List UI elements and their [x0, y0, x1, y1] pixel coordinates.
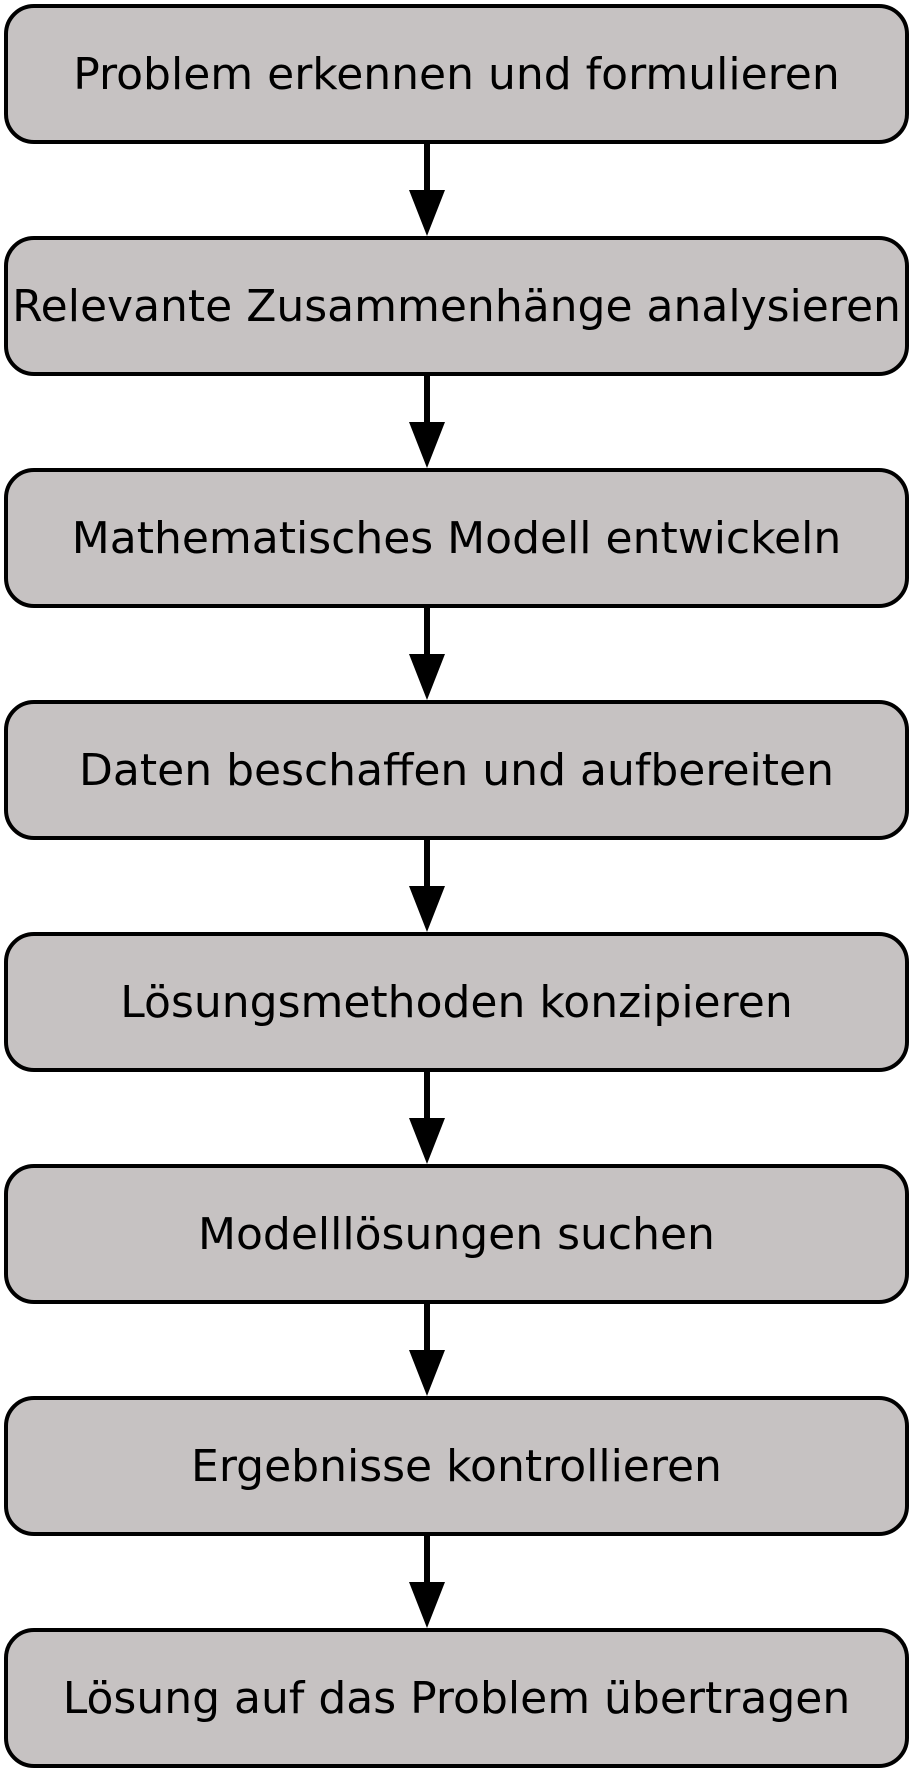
arrow-down-icon: [409, 840, 445, 932]
step-box-modellloesungen-suchen: Modelllösungen suchen: [4, 1164, 909, 1304]
arrow-down-icon: [409, 376, 445, 468]
arrow-down-icon: [409, 144, 445, 236]
arrow-head: [409, 422, 445, 468]
step-box-problem-erkennen: Problem erkennen und formulieren: [4, 4, 909, 144]
step-box-daten-beschaffen: Daten beschaffen und aufbereiten: [4, 700, 909, 840]
step-box-ergebnisse-kontrollieren: Ergebnisse kontrollieren: [4, 1396, 909, 1536]
arrow-head: [409, 1350, 445, 1396]
arrow-down-icon: [409, 1072, 445, 1164]
step-box-loesungsmethoden-konzipieren: Lösungsmethoden konzipieren: [4, 932, 909, 1072]
arrow-head: [409, 886, 445, 932]
arrow-down-icon: [409, 608, 445, 700]
arrow-head: [409, 1118, 445, 1164]
step-box-zusammenhaenge-analysieren: Relevante Zusammenhänge analysieren: [4, 236, 909, 376]
arrow-head: [409, 1582, 445, 1628]
arrow-down-icon: [409, 1536, 445, 1628]
step-box-modell-entwickeln: Mathematisches Modell entwickeln: [4, 468, 909, 608]
step-box-loesung-uebertragen: Lösung auf das Problem übertragen: [4, 1628, 909, 1768]
arrow-head: [409, 190, 445, 236]
arrow-down-icon: [409, 1304, 445, 1396]
arrow-head: [409, 654, 445, 700]
